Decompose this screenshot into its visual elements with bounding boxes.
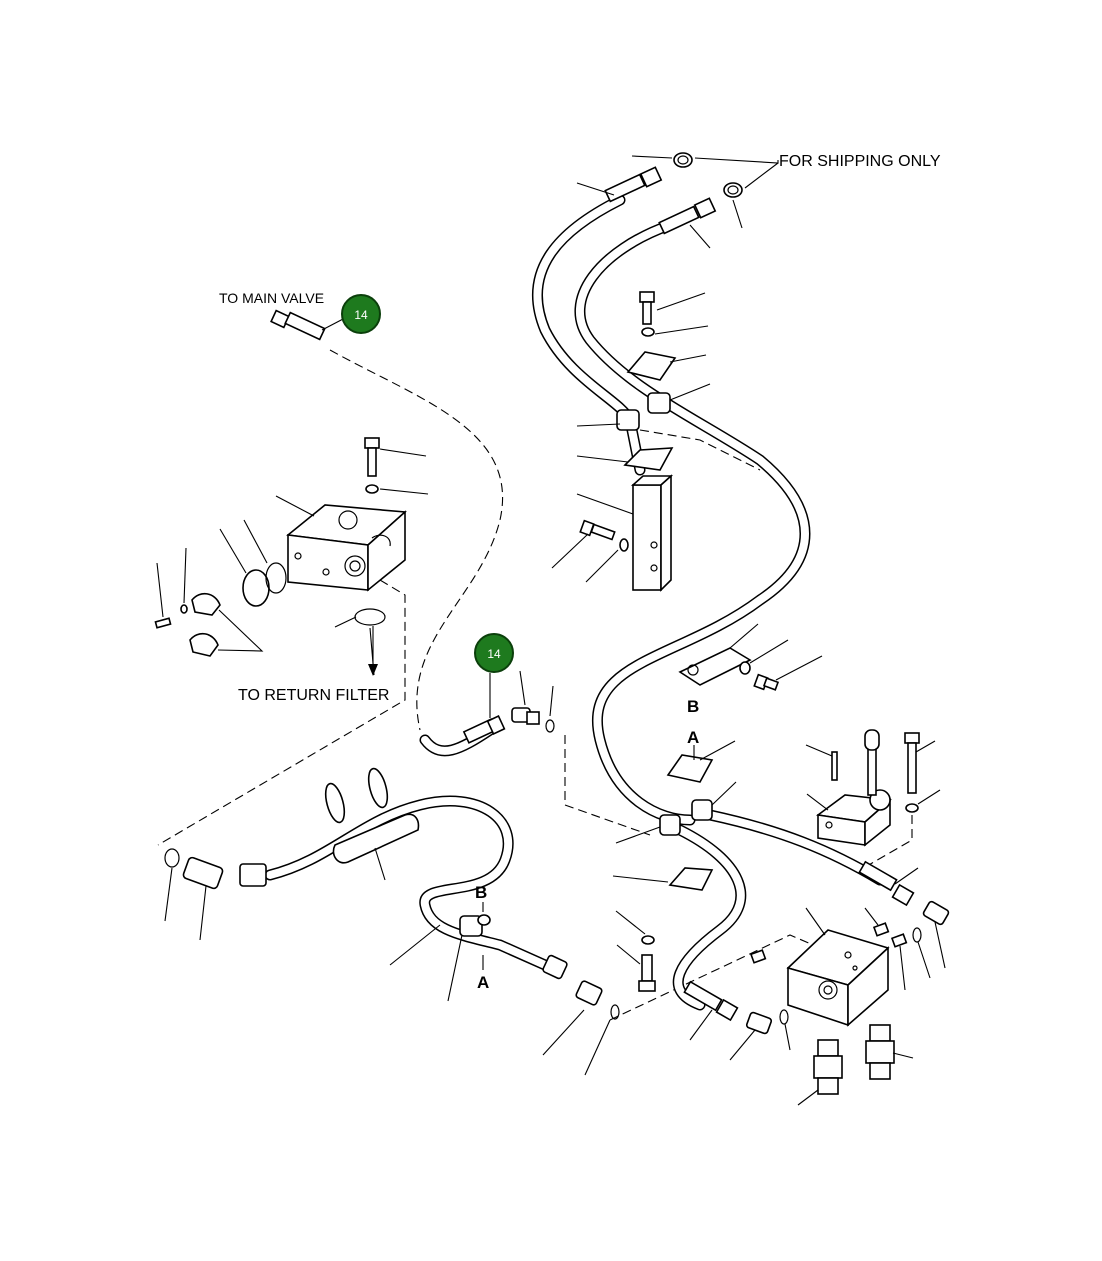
- elbow-middle: [511, 707, 540, 725]
- washer-lower-center: [641, 935, 655, 945]
- return-filter-arrow: [368, 626, 378, 676]
- clamp-grommets-upper: [616, 392, 671, 431]
- clamp-upper: [626, 351, 677, 381]
- letter-a-upper: A: [687, 728, 699, 747]
- letter-a-lower: A: [477, 973, 489, 992]
- label-for-shipping-only: FOR SHIPPING ONLY: [779, 153, 941, 170]
- o-ring-middle: [545, 719, 555, 733]
- tie-straps: [324, 767, 389, 824]
- o-ring-cover: [265, 562, 287, 594]
- badge-top-number: 14: [354, 308, 368, 322]
- o-ring-lower-center: [610, 1004, 620, 1020]
- hidden-line-upper: [639, 429, 761, 471]
- plug-manifold-lower: [890, 933, 908, 948]
- label-to-main-valve: TO MAIN VALVE: [219, 290, 324, 306]
- control-valve-right: [815, 729, 892, 847]
- washer-bracket-b: [739, 661, 751, 675]
- fitting-bottom-hose: [683, 980, 739, 1022]
- parts: [154, 152, 950, 1095]
- elbow-lower-left: [182, 856, 224, 890]
- o-ring-lower-left: [164, 848, 180, 868]
- o-ring-right: [912, 927, 922, 943]
- washer-post: [619, 538, 629, 552]
- clamp-lower-center: [668, 867, 714, 891]
- bolt-valve-right: [904, 732, 920, 794]
- hidden-lines: [157, 349, 913, 1021]
- plug-manifold-left: [749, 949, 767, 964]
- bolt-lower-center: [638, 954, 656, 992]
- bolt-bracket-b: [753, 673, 780, 691]
- cover-plate-left: [242, 569, 270, 607]
- callout-badge-top[interactable]: 14: [321, 294, 381, 334]
- hose-sleeve: [332, 813, 420, 864]
- clamp-b-lower: [459, 914, 491, 937]
- bolt-valve-left: [364, 437, 380, 477]
- fitting-middle-hose: [462, 715, 506, 744]
- leader-lines: [156, 155, 946, 1106]
- hidden-line-bottom: [609, 934, 861, 1021]
- badge-middle-number: 14: [487, 647, 501, 661]
- fitting-lower-left: [239, 863, 267, 887]
- hidden-line-right: [859, 815, 913, 871]
- flange-halves: [189, 592, 221, 657]
- o-ring-return: [354, 608, 386, 626]
- bolt-post: [579, 519, 616, 541]
- clamp-lower: [623, 447, 674, 471]
- hidden-line-center: [564, 735, 651, 836]
- screw-flange: [154, 617, 172, 629]
- letter-b-lower: B: [475, 883, 487, 902]
- fitting-top-left: [604, 166, 663, 203]
- hidden-line-return: [157, 579, 406, 846]
- bracket-b-upper: [678, 647, 752, 686]
- callout-badge-middle[interactable]: 14: [474, 633, 514, 673]
- fitting-top-right: [658, 197, 717, 235]
- quick-coupler-left: [813, 1039, 843, 1095]
- shipping-cap-upper: [673, 152, 693, 168]
- screw-valve-right: [831, 751, 838, 781]
- shipping-cap-lower: [723, 182, 743, 198]
- bolt-upper-clamp: [639, 291, 655, 325]
- washer-upper-clamp: [641, 327, 655, 337]
- clamp-grommets-lower: [659, 799, 713, 836]
- washer-valve-left: [365, 484, 379, 494]
- bracket-post: [630, 474, 674, 592]
- o-ring-bottom: [779, 1009, 789, 1025]
- clamp-a-upper: [666, 754, 714, 783]
- hidden-line-main-valve: [329, 349, 503, 731]
- label-to-return-filter: TO RETURN FILTER: [238, 687, 389, 704]
- letter-b-upper: B: [687, 697, 699, 716]
- fitting-valve-hose: [858, 860, 915, 907]
- valve-block-left: [286, 504, 407, 592]
- elbow-right: [922, 900, 950, 926]
- washer-flange: [180, 604, 188, 614]
- plug-manifold-upper: [872, 922, 890, 937]
- washer-valve-right: [905, 803, 919, 813]
- manifold-lower-right: [786, 929, 890, 1027]
- quick-coupler-right: [865, 1024, 895, 1080]
- elbow-bottom: [745, 1011, 773, 1035]
- fitting-lower-center: [542, 954, 603, 1006]
- fitting-main-valve: [270, 309, 326, 341]
